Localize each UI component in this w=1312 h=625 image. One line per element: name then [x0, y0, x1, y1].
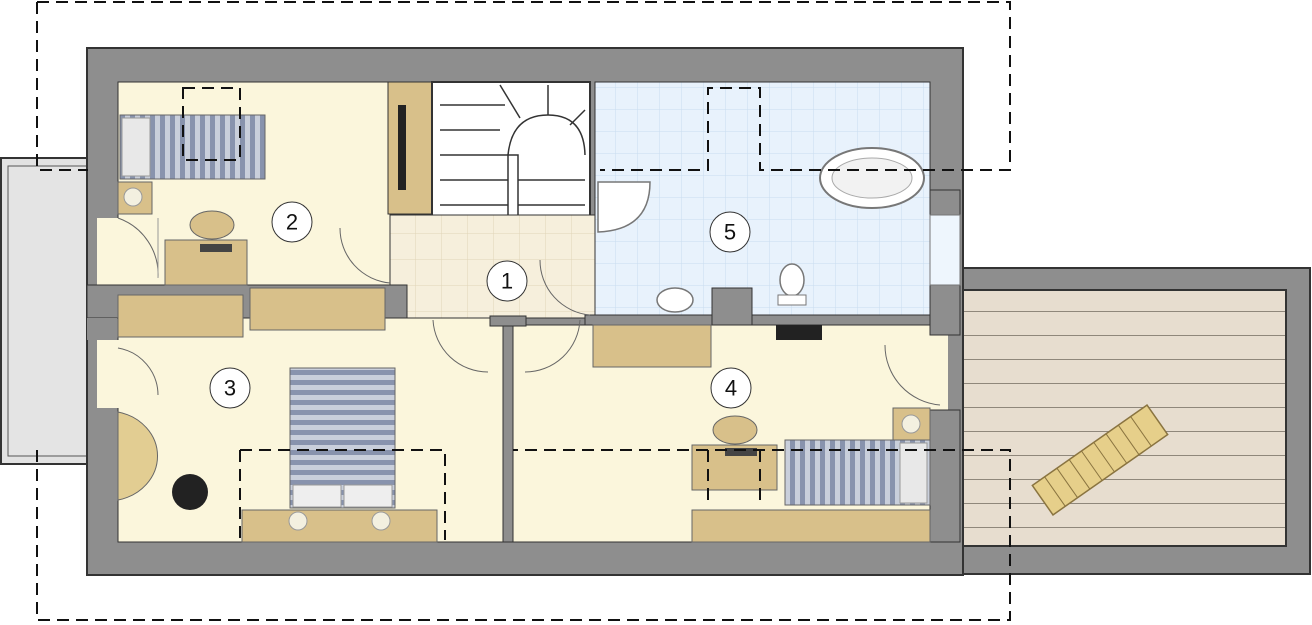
- svg-text:1: 1: [501, 269, 513, 294]
- washbasin-corner: [597, 181, 651, 233]
- room-label-1: 1: [486, 260, 528, 302]
- washbasin: [656, 287, 694, 313]
- wardrobe: [387, 81, 433, 215]
- room-label-4: 4: [710, 367, 752, 409]
- room-label-3: 3: [209, 367, 251, 409]
- svg-text:3: 3: [224, 376, 236, 401]
- room-label-2: 2: [271, 201, 313, 243]
- svg-text:5: 5: [724, 220, 736, 245]
- room-label-5: 5: [709, 211, 751, 253]
- roof-outline: [36, 1, 1011, 621]
- toilet: [779, 263, 805, 297]
- plant: [172, 474, 208, 510]
- svg-text:2: 2: [286, 210, 298, 235]
- room-2-floor: [117, 81, 391, 286]
- svg-text:4: 4: [725, 376, 737, 401]
- room-1-hall-floor: [389, 214, 596, 319]
- round-table: [117, 411, 159, 501]
- sun-lounger: [1031, 404, 1169, 516]
